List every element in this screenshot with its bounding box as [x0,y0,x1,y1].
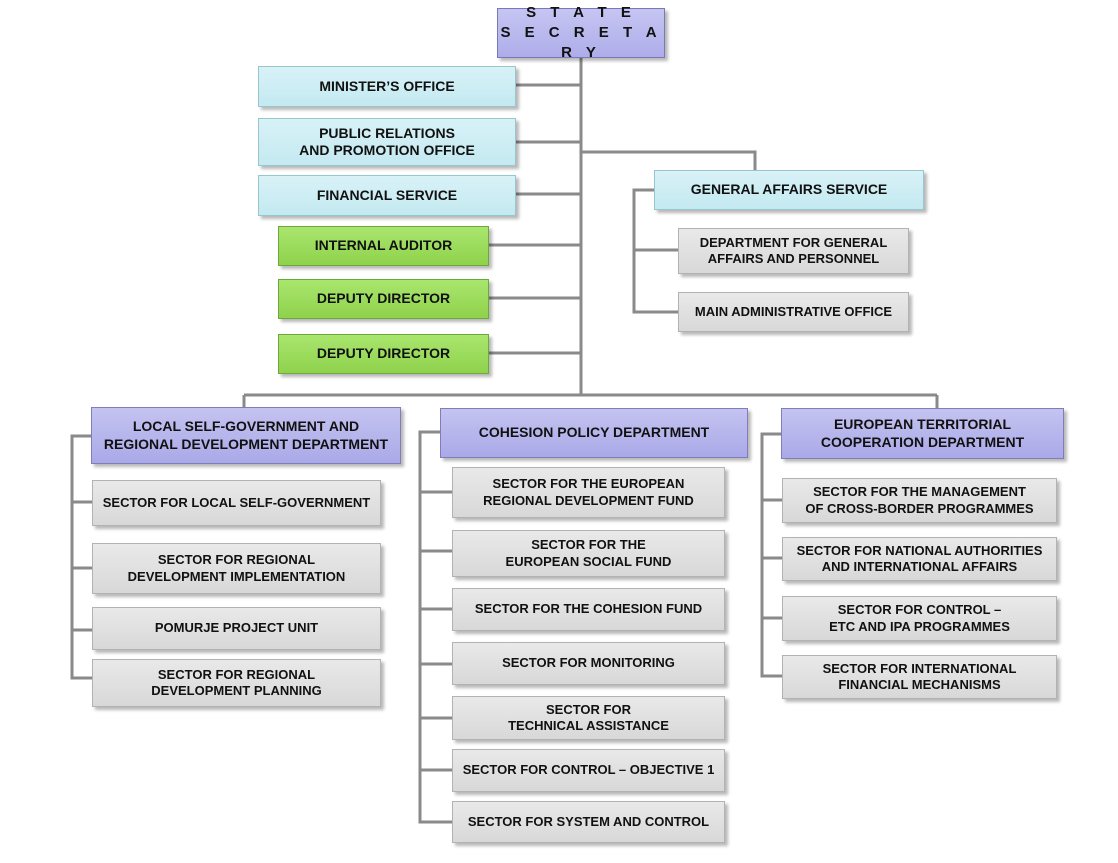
public-relations-office-box: PUBLIC RELATIONS AND PROMOTION OFFICE [258,118,516,166]
sector-label: SECTOR FOR CONTROL – OBJECTIVE 1 [462,762,715,778]
deputy-director-box: DEPUTY DIRECTOR [278,334,489,374]
sector-label: SECTOR FOR SYSTEM AND CONTROL [467,813,710,829]
sector-box: POMURJE PROJECT UNIT [92,607,381,650]
sector-label: SECTOR FOR MONITORING [502,655,675,671]
sector-box: SECTOR FOR REGIONAL DEVELOPMENT IMPLEMEN… [92,543,381,594]
sector-label: POMURJE PROJECT UNIT [154,620,319,636]
deputy-director-label: DEPUTY DIRECTOR [316,345,451,362]
sector-box: SECTOR FOR NATIONAL AUTHORITIES AND INTE… [782,537,1057,581]
sector-label: SECTOR FOR THE COHESION FUND [474,601,703,617]
ministers-office-box: MINISTER’S OFFICE [258,66,516,107]
general-affairs-unit-label: MAIN ADMINISTRATIVE OFFICE [694,303,893,319]
sector-box: SECTOR FOR TECHNICAL ASSISTANCE [452,696,725,740]
public-relations-office-label: PUBLIC RELATIONS AND PROMOTION OFFICE [299,124,475,159]
sector-label: SECTOR FOR REGIONAL DEVELOPMENT IMPLEMEN… [127,552,346,584]
sector-label: SECTOR FOR LOCAL SELF-GOVERNMENT [102,494,371,510]
financial-service-label: FINANCIAL SERVICE [316,186,458,203]
sector-label: SECTOR FOR REGIONAL DEVELOPMENT PLANNING [151,666,322,698]
sector-box: SECTOR FOR CONTROL – OBJECTIVE 1 [452,749,725,792]
connector-dept-2-bracket [418,430,452,824]
sector-label: SECTOR FOR THE MANAGEMENT OF CROSS-BORDE… [805,484,1034,516]
sector-label: SECTOR FOR THE EUROPEAN SOCIAL FUND [505,537,672,569]
deputy-director-box: DEPUTY DIRECTOR [278,279,489,319]
sector-label: SECTOR FOR TECHNICAL ASSISTANCE [508,701,669,733]
internal-auditor-label: INTERNAL AUDITOR [314,237,453,254]
internal-auditor-box: INTERNAL AUDITOR [278,226,489,266]
general-affairs-unit-box: MAIN ADMINISTRATIVE OFFICE [678,292,909,332]
sector-box: SECTOR FOR SYSTEM AND CONTROL [452,801,725,843]
sector-label: SECTOR FOR THE EUROPEAN REGIONAL DEVELOP… [483,476,694,508]
general-affairs-unit-label: DEPARTMENT FOR GENERAL AFFAIRS AND PERSO… [699,234,888,266]
department-box: LOCAL SELF-GOVERNMENT AND REGIONAL DEVEL… [91,407,401,464]
sector-box: SECTOR FOR THE MANAGEMENT OF CROSS-BORDE… [782,478,1057,523]
general-affairs-service-box: GENERAL AFFAIRS SERVICE [654,170,924,210]
sector-box: SECTOR FOR LOCAL SELF-GOVERNMENT [92,480,381,526]
state-secretary-label: S T A T E S E C R E T A R Y [500,3,662,62]
general-affairs-service-label: GENERAL AFFAIRS SERVICE [690,181,888,198]
ministers-office-label: MINISTER’S OFFICE [319,77,455,94]
deputy-director-label: DEPUTY DIRECTOR [316,290,451,307]
sector-box: SECTOR FOR THE COHESION FUND [452,588,725,631]
connector-general-affairs [581,150,757,170]
department-title: EUROPEAN TERRITORIAL COOPERATION DEPARTM… [820,416,1025,450]
sector-box: SECTOR FOR MONITORING [452,642,725,685]
sector-box: SECTOR FOR THE EUROPEAN SOCIAL FUND [452,530,725,577]
department-title: LOCAL SELF-GOVERNMENT AND REGIONAL DEVEL… [103,418,389,452]
department-box: EUROPEAN TERRITORIAL COOPERATION DEPARTM… [781,408,1064,459]
department-title: COHESION POLICY DEPARTMENT [478,424,710,441]
state-secretary-box: S T A T E S E C R E T A R Y [497,4,665,61]
sector-label: SECTOR FOR INTERNATIONAL FINANCIAL MECHA… [822,660,1017,692]
sector-box: SECTOR FOR REGIONAL DEVELOPMENT PLANNING [92,659,381,707]
sector-label: SECTOR FOR CONTROL – ETC AND IPA PROGRAM… [829,602,1010,634]
general-affairs-unit-box: DEPARTMENT FOR GENERAL AFFAIRS AND PERSO… [678,228,909,274]
connector-dept-3-bracket [760,432,782,678]
financial-service-box: FINANCIAL SERVICE [258,175,516,216]
sector-box: SECTOR FOR THE EUROPEAN REGIONAL DEVELOP… [452,467,725,518]
sector-box: SECTOR FOR INTERNATIONAL FINANCIAL MECHA… [782,655,1057,699]
department-box: COHESION POLICY DEPARTMENT [440,408,748,458]
connector-dept-1-bracket [70,434,92,680]
sector-label: SECTOR FOR NATIONAL AUTHORITIES AND INTE… [796,542,1043,574]
sector-box: SECTOR FOR CONTROL – ETC AND IPA PROGRAM… [782,596,1057,641]
